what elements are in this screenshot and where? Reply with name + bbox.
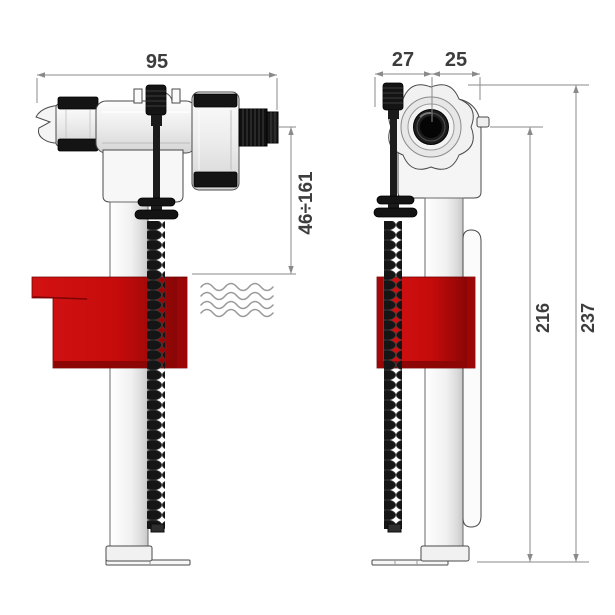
valve-inlet-rings [55, 96, 101, 152]
dim-inlet-height-label: 216 [533, 303, 553, 333]
dim-width-95: 95 [36, 51, 278, 110]
base-shank-front [420, 545, 470, 562]
rod-washers-front [373, 195, 418, 218]
coupling-nut-front [388, 84, 474, 170]
water-level-waves [200, 282, 274, 318]
dim-offsets-27-25: 27 25 [374, 49, 481, 122]
dimensions: 95 46÷161 27 25 [36, 49, 598, 563]
valve-tube-front [424, 197, 464, 548]
coupling-nut-side [191, 91, 240, 191]
dim-level-range: 46÷161 [192, 126, 317, 275]
push-rod-front [390, 119, 397, 197]
body-ear-tab [476, 116, 490, 128]
valve-tube-side [109, 201, 149, 548]
push-rod-side [153, 126, 160, 200]
front-view [371, 82, 490, 566]
base-shank-side [105, 545, 153, 562]
dim-width-95-label: 95 [146, 51, 168, 73]
body-tab-right [171, 88, 181, 104]
dim-inlet-height-216: 216 [490, 126, 553, 562]
valve-lower-body [102, 149, 184, 203]
adjustment-screw-side [145, 84, 167, 200]
inlet-thread [238, 108, 279, 147]
coil-end-cap-front [387, 523, 402, 533]
side-view [31, 84, 279, 566]
side-channel [462, 229, 482, 528]
dim-level-range-label: 46÷161 [296, 171, 317, 235]
dim-total-height-label: 237 [578, 303, 598, 333]
dim-left-offset-label: 27 [392, 49, 414, 71]
body-tab-left [133, 88, 143, 104]
rod-washers-side [134, 197, 179, 220]
dim-right-offset-label: 25 [445, 49, 467, 71]
adjustment-screw-front [382, 82, 404, 197]
thread-coil-side [147, 221, 165, 529]
thread-coil-front [384, 221, 402, 529]
coil-end-cap-side [150, 523, 165, 533]
dim-total-height-237: 237 [468, 84, 598, 563]
